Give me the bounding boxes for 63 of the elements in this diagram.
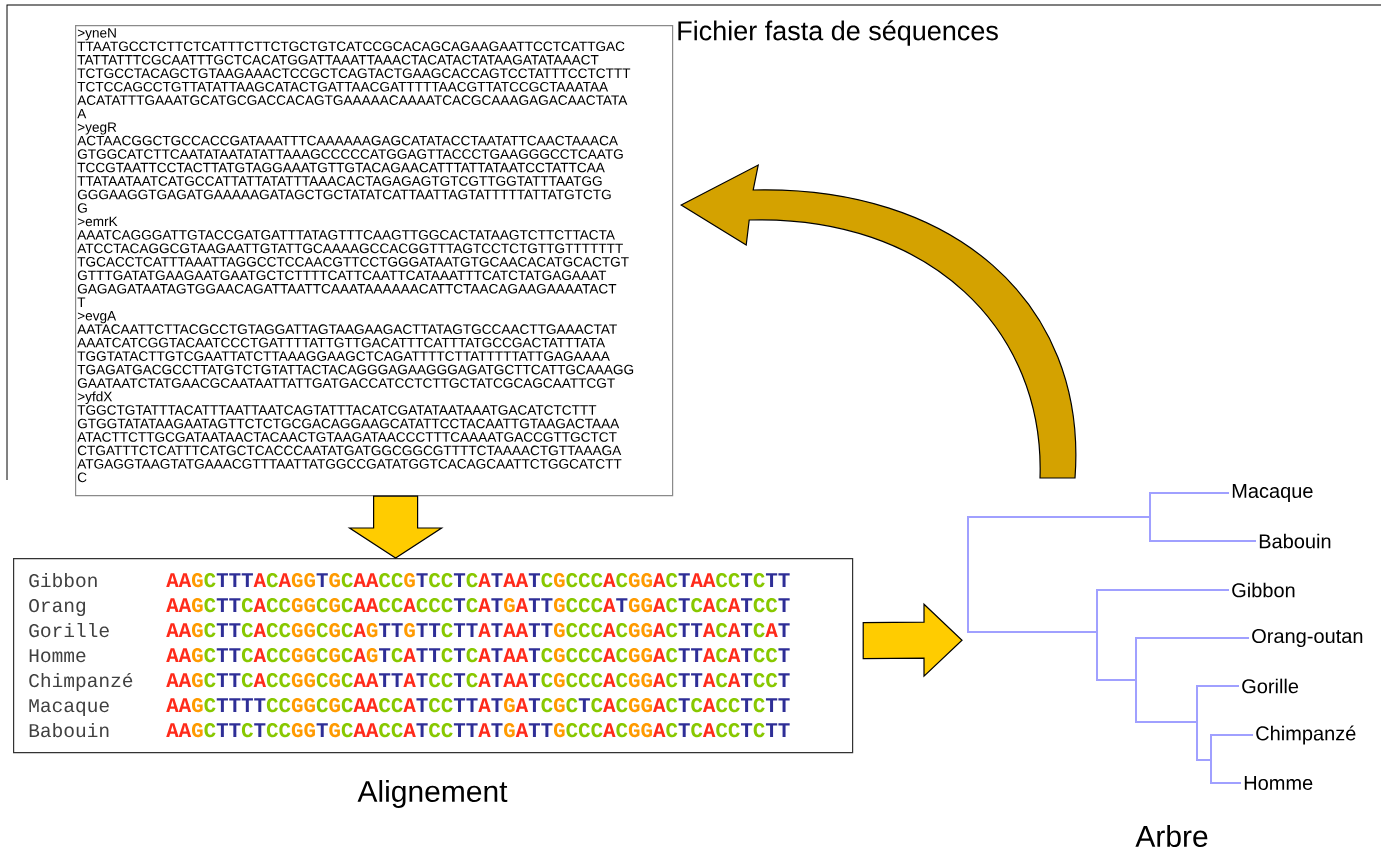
fasta-line: A (77, 109, 87, 119)
fasta-line: TGGCTGTATTTACATTTAATTAATCAGTATTTACATCGATATAATAAATGACATCTCTTT (77, 405, 597, 415)
fasta-line: TGAGATGACGCCTTATGTCTGTATTACTACAGGGAGAAGGGAGATGCTTCATTGCAAAGG (77, 364, 634, 375)
alignment-panel (13, 558, 854, 754)
fasta-line: TGCACCTCATTTAAATTAGGCCTCCAACGTTCCTGGGATAATGTGCAACACATGCACTGT (77, 257, 629, 267)
fasta-line: ATCCTACAGGCGTAAGAATTGTATTGCAAAAGCCACGGTTTAGTCCTCTGTTGTTTTTTT (77, 243, 623, 254)
fasta-line: ACTAACGGCTGCCACCGATAAATTTCAAAAAAGAGCATATACCTAATATTCAACTAAACA (77, 135, 618, 146)
species-name: Gorille (29, 622, 109, 638)
species-name: Chimpanzé (29, 672, 133, 692)
fasta-line: G (77, 203, 87, 213)
leaf-label: Macaque (1232, 484, 1313, 502)
leaf-label: Homme (1244, 776, 1313, 790)
leaf-label: Chimpanzé (1256, 725, 1356, 745)
fasta-line: TTAATGCCTCTTCTCATTTCTTCTGCTGTCATCCGCACAGCAGAAGAATTCCTCATTGAC (77, 41, 625, 52)
dna-sequence: AAGCTTTACAGGTGCAACCGTCCTCATAATCGCCCACGGACTAACCTCTT (166, 573, 790, 588)
fasta-line: AATACAATTCTTACGCCTGTAGGATTAGTAAGAAGACTTATAGTGCCAACTTGAAACTAT (77, 324, 617, 334)
curved-arrow (680, 164, 1076, 479)
species-name: Babouin (29, 722, 109, 738)
fasta-line: TTATAATAATCATGCCATTATTATATTTAAACACTAGAGAGTGTCGTTGGTATTTAATGG (77, 176, 602, 186)
fasta-line: T (77, 297, 86, 307)
fasta-line: GTGGTATATAAGAATAGTTCTCTGCGACAGGAAGCATATTCCTACAATTGTAAGACTAAA (77, 418, 620, 429)
dna-sequence: AAGCTTCACCGGCGCAATTATCCTCATAATCGCCCACGGACTTACATCCT (166, 673, 790, 688)
fasta-line: GAATAATCTATGAACGCAATAATTATTGATGACCATCCTCTTGCTATCGCAGCAATTCGT (77, 378, 615, 388)
fasta-line: >emrK (77, 216, 118, 227)
fasta-line: TATTATTTCGCAATTTGCTCACATGGATTAAATTAAACTACATACTATAAGATATAAACT (77, 54, 599, 65)
leaf-label: Orang-outan (1252, 628, 1363, 648)
dna-sequence: AAGCTTTTCCGGCGCAACCATCCTTATGATCGCTCACGGACTCACCTCTT (166, 698, 790, 713)
dna-sequence: AAGCTTCACCGGCGCAGTCATTCTCATAATCGCCCACGGACTTACATCCT (166, 648, 790, 663)
dna-sequence: AAGCTTCACCGGCGCAGTTGTTCTTATAATTGCCCACGGACTTACATCAT (166, 623, 790, 638)
dna-sequence: AAGCTTCTCCGGTGCAACCATCCTTATGATTGCCCACGGACTCACCTCTT (166, 723, 790, 738)
fasta-line: GTGGCATCTTCAATATAATATATTAAAGCCCCCATGGAGTTACCCTGAAGGGCCTCAATG (77, 149, 623, 159)
fasta-line: >yfdX (77, 391, 113, 405)
species-name: Macaque (29, 699, 109, 717)
fasta-line: AAATCATCGGTACAATCCCTGATTTTATTGTTGACATTTCATTTATGCCGACTATTTATA (77, 337, 606, 348)
fasta-line: GAGAGATAATAGTGGAACAGATTAATTCAAATAAAAAACATTCTAACAGAAGAAAATACT (77, 283, 617, 294)
fasta-file-panel (75, 25, 674, 497)
leaf-label: Babouin (1259, 533, 1331, 549)
species-name: Homme (29, 649, 86, 663)
panel-title: Fichier fasta de séquences (678, 20, 998, 46)
leaf-label: Gorille (1242, 678, 1299, 694)
fasta-line: >evgA (77, 311, 117, 324)
fasta-line: TGGTATACTTGTCGAATTATCTTAAAGGAAGCTCAGATTTTCTTATTTTTATTGAGAAAA (77, 351, 610, 361)
dna-sequence: AAGCTTCACCGGCGCAACCACCCTCATGATTGCCCATGGACTCACATCCT (166, 598, 790, 613)
panel-caption: Arbre (1135, 825, 1208, 848)
fasta-line: C (77, 472, 87, 483)
fasta-line: GGGAAGGTGAGATGAAAAAGATAGCTGCTATATCATTAATTAGTATTTTTATTATGTCTG (77, 189, 611, 200)
fasta-line: >yegR (77, 122, 117, 135)
block-arrow (347, 495, 444, 559)
fasta-line: TCCGTAATTCCTACTTATGTAGGAAATGTTGTACAGAACATTTATTATAATCCTATTCAA (77, 162, 605, 173)
species-name: Orang (29, 599, 86, 617)
fasta-line: TCTGCCTACAGCTGTAAGAAACTCCGCTCAGTACTGAAGCACCAGTCCTATTTCCTCTTT (77, 68, 631, 79)
fasta-line: CTGATTTCTCATTTCATGCTCACCCAATATGATGGCGGCGTTTTCTAAAACTGTTAAAGA (77, 445, 622, 456)
panel-caption: Alignement (357, 780, 508, 808)
fasta-line: >yneN (77, 28, 116, 41)
fasta-line: ATGAGGTAAGTATGAAACGTTTAATTATGGCCGATATGGTCACAGCAATTCTGGCATCTT (77, 459, 622, 469)
leaf-label: Gibbon (1232, 582, 1295, 598)
species-name: Gibbon (29, 572, 97, 588)
fasta-line: GTTTGATATGAAGAATGAATGCTCTTTTCATTCAATTCATAAATTTCATCTATGAGAAAT (77, 270, 607, 281)
fasta-line: AAATCAGGGATTGTACCGATGATTTATAGTTTCAAGTTGGCACTATAAGTCTTCTTACTA (77, 230, 615, 240)
fasta-line: ACATATTTGAAATGCATGCGACCACAGTGAAAAACAAAATCACGCAAAGAGACAACTATA (77, 95, 628, 105)
fasta-line: TCTCCAGCCTGTTATATTAAGCATACTGATTAACGATTTTTAACGTTATCCGCTAAATAA (77, 81, 609, 92)
fasta-line: ATACTTCTTGCGATAATAACTACAACTGTAAGATAACCCTTTCAAAATGACCGTTGCTCT (77, 432, 617, 442)
block-arrow (862, 602, 963, 678)
